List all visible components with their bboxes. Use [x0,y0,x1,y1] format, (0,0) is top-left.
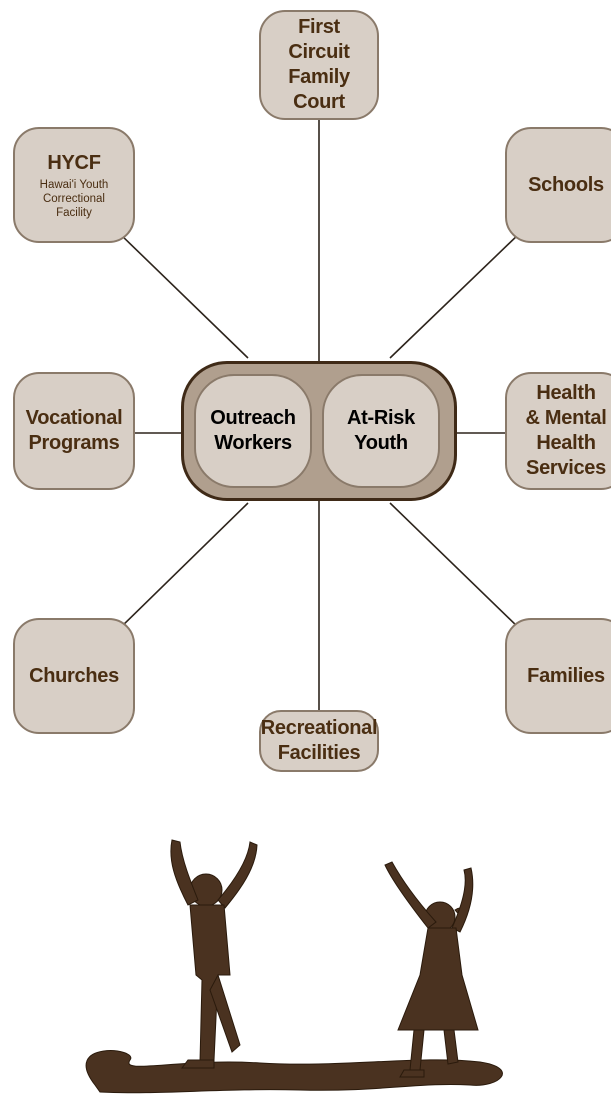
hycf-subtitle: Hawai'i Youth Correctional Facility [39,178,109,219]
outreach-workers-label: Outreach Workers [210,407,296,454]
family-court-label: First Circuit Family Court [288,16,350,113]
vocational-label: Vocational Programs [25,407,123,454]
hub-center: Outreach Workers At-Risk Youth [181,361,457,501]
node-family-court: First Circuit Family Court [259,10,379,120]
node-vocational: Vocational Programs [13,372,135,490]
hycf-label: HYCF [47,151,101,174]
line-churches [117,502,249,631]
families-label: Families [527,664,605,687]
recreational-label: Recreational Facilities [260,717,378,764]
line-families [389,502,522,631]
node-families: Families [505,618,611,734]
hub-at-risk-youth: At-Risk Youth [322,374,440,488]
health-label: Health & Mental Health Services [525,382,607,479]
girl-silhouette [384,861,479,1078]
boy-silhouette [170,839,258,1069]
at-risk-youth-label: At-Risk Youth [347,407,415,454]
node-hycf: HYCF Hawai'i Youth Correctional Facility [13,127,135,243]
ground-swirl [85,1050,503,1094]
dancers-illustration [85,839,503,1094]
line-hycf [117,231,249,359]
line-schools [389,231,522,359]
hub-outreach-workers: Outreach Workers [194,374,312,488]
schools-label: Schools [528,173,604,196]
node-churches: Churches [13,618,135,734]
node-schools: Schools [505,127,611,243]
churches-label: Churches [29,664,119,687]
node-recreational: Recreational Facilities [259,710,379,772]
node-health: Health & Mental Health Services [505,372,611,490]
